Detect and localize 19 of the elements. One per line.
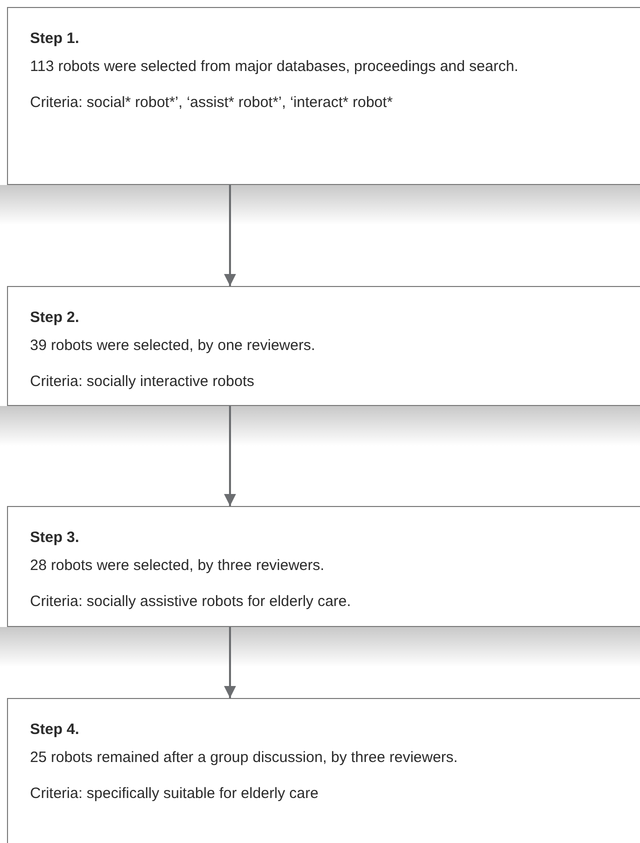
step-description: 39 robots were selected, by one reviewers. <box>30 336 316 356</box>
step-box <box>7 7 640 185</box>
step-heading: Step 1. <box>30 29 80 49</box>
step-heading: Step 4. <box>30 720 80 740</box>
criteria-text: Criteria: social* robot*’, ‘assist* robot*’, ‘interact* robot* <box>30 93 394 113</box>
step-box <box>7 698 640 843</box>
step-box <box>7 286 640 406</box>
step-heading: Step 2. <box>30 308 80 328</box>
step-description: 28 robots were selected, by three reviewers. <box>30 556 326 576</box>
step-description: 25 robots remained after a group discussion, by three reviewers. <box>30 748 459 768</box>
step-box <box>7 506 640 627</box>
criteria-text: Criteria: socially assistive robots for elderly care. <box>30 592 352 612</box>
arrow <box>224 185 236 286</box>
criteria-text: Criteria: specifically suitable for elderly care <box>30 784 320 804</box>
arrow <box>224 627 236 698</box>
criteria-text: Criteria: socially interactive robots <box>30 372 256 392</box>
arrow <box>224 406 236 506</box>
step-heading: Step 3. <box>30 528 80 548</box>
step-description: 113 robots were selected from major databases, proceedings and search. <box>30 57 520 77</box>
